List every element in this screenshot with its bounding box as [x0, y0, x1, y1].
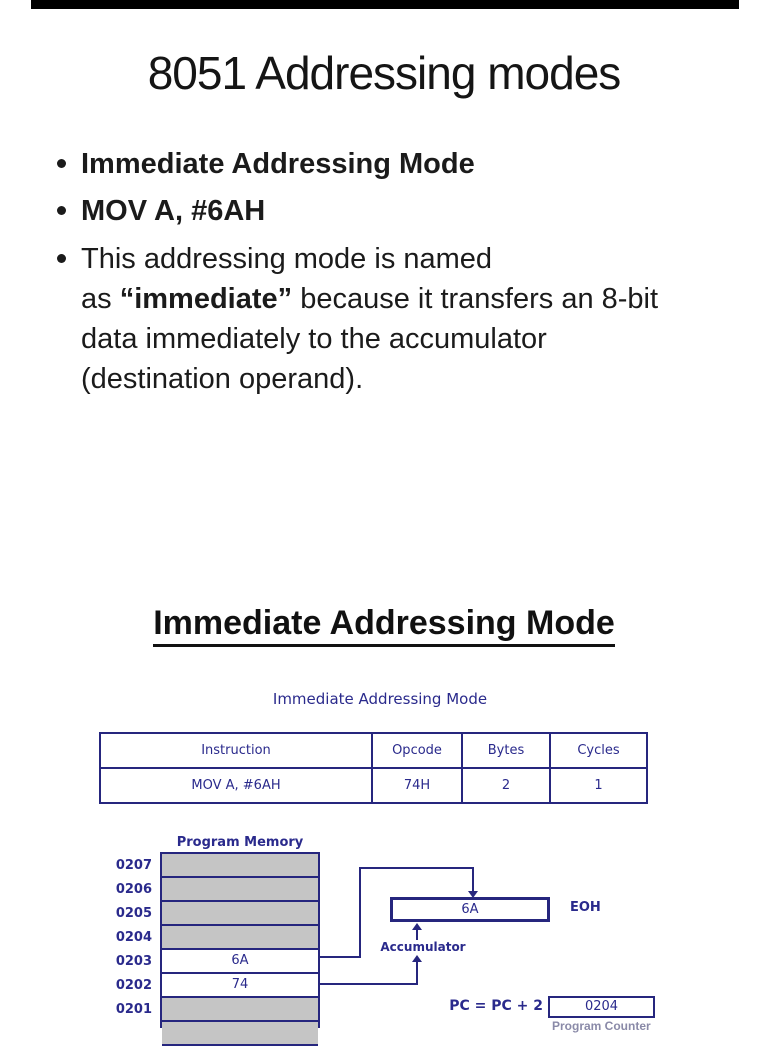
memory-cell	[162, 1022, 318, 1046]
bullet-list: Immediate Addressing Mode MOV A, #6AH Th…	[56, 144, 736, 399]
memory-cell	[162, 878, 318, 902]
bullet-mov-instruction: MOV A, #6AH	[56, 191, 736, 231]
address-label: 0201	[115, 1002, 152, 1017]
arrowhead-into-accumulator	[468, 891, 478, 898]
memory-cell-operand: 6A	[162, 950, 318, 974]
memory-cell	[162, 854, 318, 878]
accumulator-caption: Accumulator	[380, 940, 466, 954]
arrowhead-to-accumulator-label	[412, 955, 422, 962]
memory-cell-opcode: 74	[162, 974, 318, 998]
pc-value-box: 0204	[548, 996, 655, 1018]
address-label: 0202	[115, 978, 152, 993]
table-row: MOV A, #6AH 74H 2 1	[99, 767, 648, 804]
wire-operand-v2	[472, 867, 474, 892]
accumulator-box: 6A	[390, 897, 550, 922]
pc-equation: PC = PC + 2	[449, 998, 543, 1014]
address-label: 0204	[115, 930, 152, 945]
header-cycles: Cycles	[549, 732, 648, 769]
arrowhead-label-to-box	[412, 923, 422, 930]
wire-operand-h1	[320, 956, 361, 958]
section-heading: Immediate Addressing Mode	[0, 604, 768, 647]
cell-cycles: 1	[549, 767, 648, 804]
memory-cell	[162, 926, 318, 950]
cell-instruction: MOV A, #6AH	[99, 767, 373, 804]
slide-title: 8051 Addressing modes	[147, 47, 622, 99]
wire-opcode-h	[320, 983, 418, 985]
wire-label-v	[416, 930, 418, 940]
header-instruction: Instruction	[99, 732, 373, 769]
bullet-immediate-mode: Immediate Addressing Mode	[56, 144, 736, 184]
cell-bytes: 2	[461, 767, 551, 804]
address-label: 0207	[115, 858, 152, 873]
memory-cell	[162, 902, 318, 926]
cell-opcode: 74H	[371, 767, 463, 804]
explanation-line-4: (destination operand).	[81, 363, 364, 395]
program-counter-label-clipped: Program Counter	[552, 1019, 651, 1033]
address-label: 0206	[115, 882, 152, 897]
wire-operand-h2	[359, 867, 474, 869]
figure-caption: Immediate Addressing Mode	[272, 690, 488, 708]
program-memory-title: Program Memory	[176, 835, 304, 850]
accumulator-register-label: EOH	[570, 900, 601, 915]
explanation-line-1: This addressing mode is named	[81, 243, 493, 275]
wire-opcode-v	[416, 962, 418, 985]
instruction-table: Instruction Opcode Bytes Cycles MOV A, #…	[99, 732, 648, 804]
immediate-keyword: “immediate”	[119, 283, 293, 315]
memory-cell	[162, 998, 318, 1022]
bullet-explanation: This addressing mode is named as “immedi…	[56, 239, 736, 399]
header-bytes: Bytes	[461, 732, 551, 769]
address-label: 0203	[115, 954, 152, 969]
wire-operand-v1	[359, 867, 361, 958]
explanation-line-2: as “immediate” because it transfers an 8…	[81, 283, 659, 315]
table-header-row: Instruction Opcode Bytes Cycles	[99, 732, 648, 769]
address-label: 0205	[115, 906, 152, 921]
explanation-line-3: data immediately to the accumulator	[81, 323, 547, 355]
page-gap-bar	[31, 0, 739, 9]
header-opcode: Opcode	[371, 732, 463, 769]
program-memory-block: 6A 74	[160, 852, 320, 1046]
